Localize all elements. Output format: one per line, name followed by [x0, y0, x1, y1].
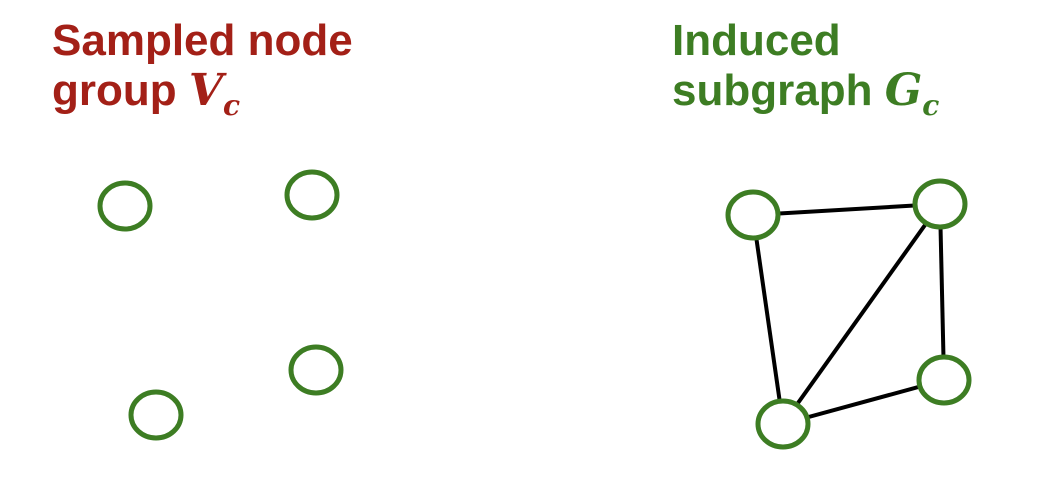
right-title-text: subgraph — [672, 66, 885, 115]
edge — [751, 214, 785, 425]
var-g-sub: c — [922, 88, 940, 122]
var-v: Vc — [188, 65, 240, 122]
right-title-line1: Induced — [672, 16, 841, 65]
node — [97, 180, 153, 232]
node — [128, 389, 184, 441]
left-title-line1: Sampled node — [52, 16, 353, 65]
node — [725, 189, 781, 241]
var-g-letter: G — [884, 65, 923, 116]
var-g: Gc — [884, 65, 940, 122]
edge — [782, 378, 945, 426]
left-title-line2: group Vc — [52, 66, 353, 131]
node — [916, 354, 972, 406]
right-title-line2: subgraph Gc — [672, 66, 939, 131]
left-title-text: group — [52, 66, 189, 115]
edge — [752, 202, 941, 217]
edge — [938, 203, 946, 381]
var-v-letter: V — [188, 65, 223, 116]
left-title: Sampled node group Vc — [52, 16, 353, 131]
var-v-sub: c — [223, 88, 241, 122]
node — [284, 169, 340, 221]
node — [755, 398, 811, 450]
right-title: Induced subgraph Gc — [672, 16, 939, 131]
node — [288, 344, 344, 396]
edge — [781, 202, 942, 426]
node — [912, 178, 968, 230]
